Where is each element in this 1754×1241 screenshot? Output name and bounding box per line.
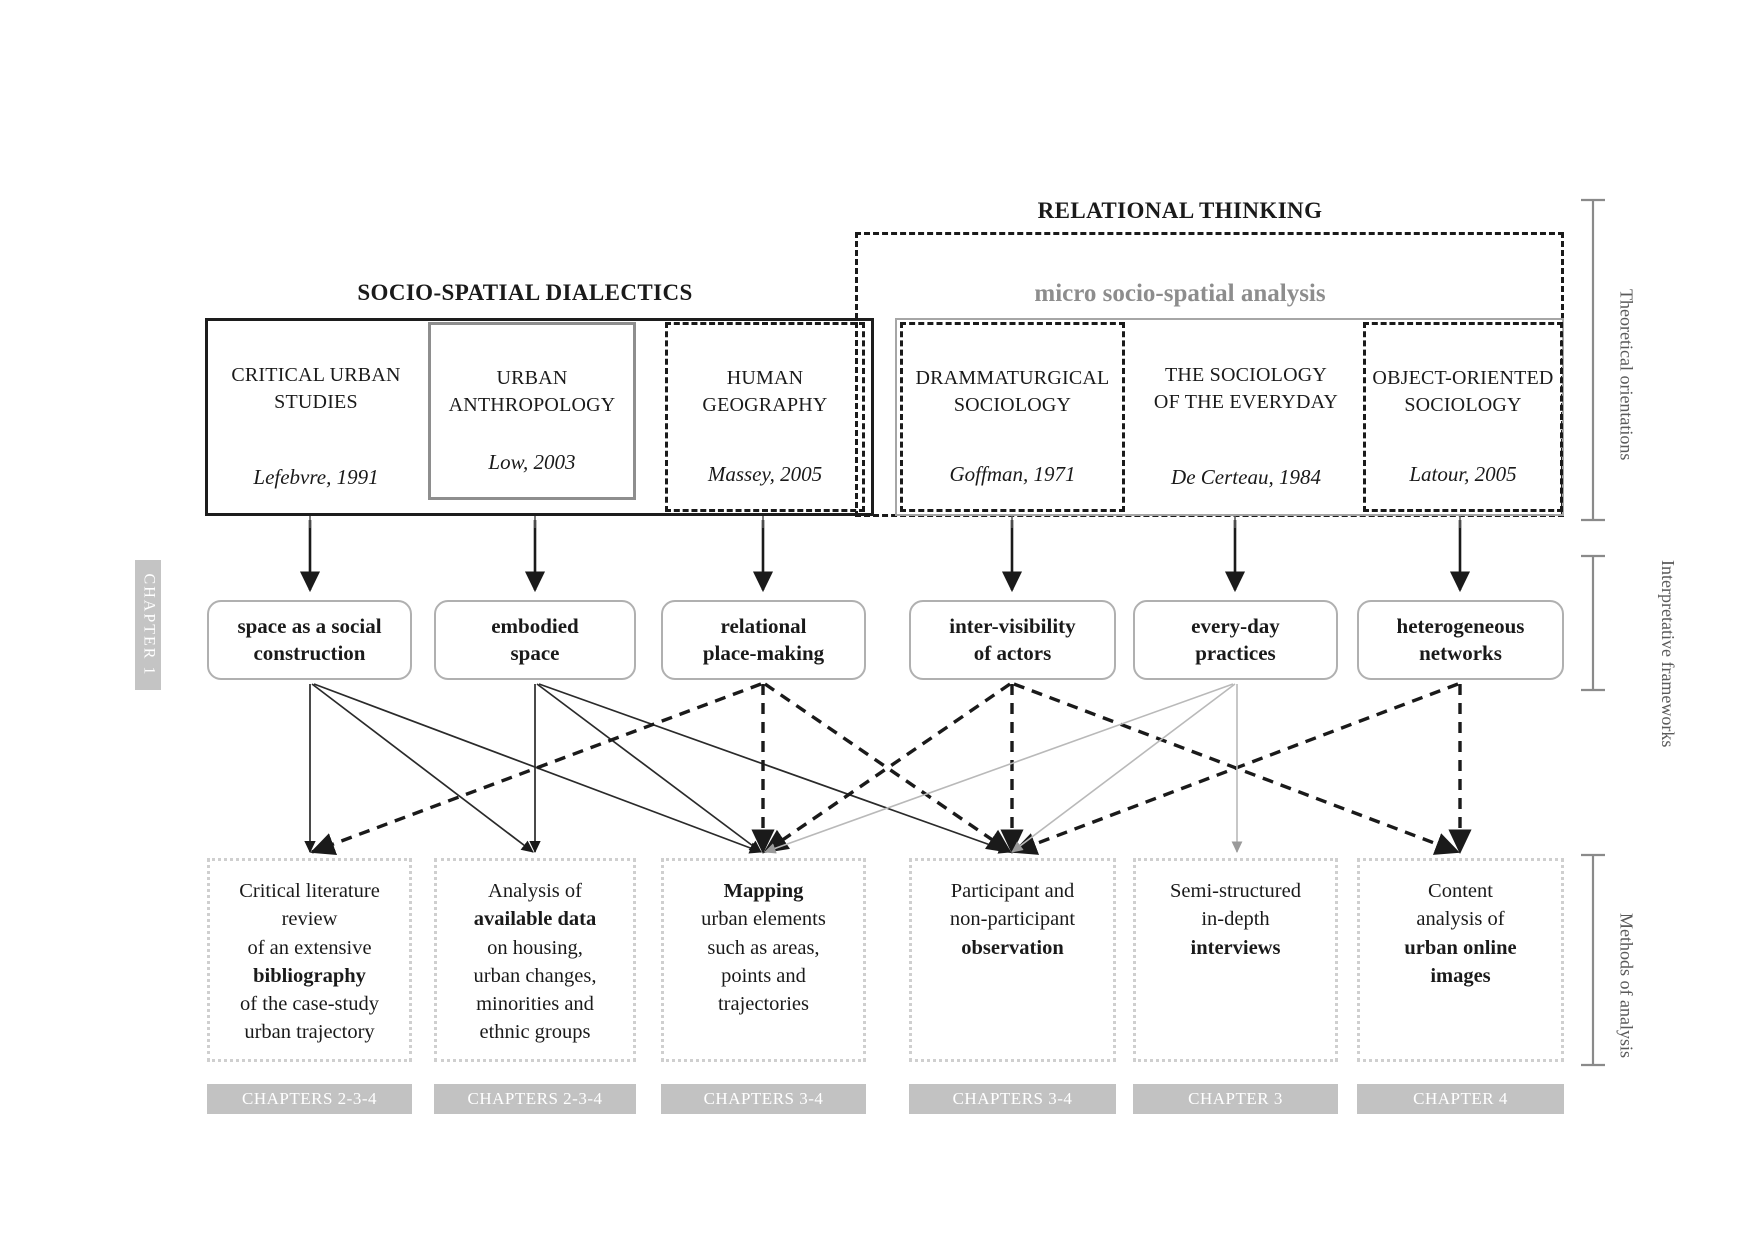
framework-line1: inter-visibility xyxy=(949,613,1076,638)
bracket-methods xyxy=(1581,853,1605,1067)
reference-massey: Massey, 2005 xyxy=(707,462,823,486)
discipline-line1: CRITICAL URBAN xyxy=(231,364,401,386)
framework-heterogeneous-networks[interactable]: heterogeneous networks xyxy=(1357,600,1564,680)
group-subtitle-micro-analysis: micro socio-spatial analysis xyxy=(1034,280,1326,307)
framework-relational-place-making[interactable]: relational place-making xyxy=(661,600,866,680)
side-label-interpretative-frameworks: Interpretative frameworks xyxy=(1608,560,1678,747)
framework-inter-visibility-of-actors[interactable]: inter-visibility of actors xyxy=(909,600,1116,680)
chapter-tag-5: CHAPTER 3 xyxy=(1133,1084,1338,1114)
reference-de-certeau: De Certeau, 1984 xyxy=(1171,465,1321,489)
links-gray xyxy=(764,683,1243,854)
link-f5-m4 xyxy=(1011,683,1236,853)
side-label-line1: Interpretative xyxy=(1658,560,1678,657)
reference-latour: Latour, 2005 xyxy=(1409,462,1517,486)
discipline-line1: URBAN xyxy=(496,367,568,389)
link-f4-m6 xyxy=(1013,682,1460,855)
theory-cell-human-geography: HUMAN GEOGRAPHY Massey, 2005 xyxy=(665,322,865,512)
chapter-1-band-label: CHAPTER 1 xyxy=(140,573,157,677)
link-f6-m4 xyxy=(1012,682,1459,855)
chapter-1-band: CHAPTER 1 xyxy=(135,560,161,690)
framework-space-as-social-construction[interactable]: space as a social construction xyxy=(207,600,412,680)
theory-cell-critical-urban-studies: CRITICAL URBAN STUDIES Lefebvre, 1991 xyxy=(210,322,422,512)
framework-embodied-space[interactable]: embodied space xyxy=(434,600,636,680)
discipline-line1: THE SOCIOLOGY xyxy=(1164,364,1328,386)
framework-line2: place-making xyxy=(702,641,825,665)
side-label-line2: frameworks xyxy=(1658,661,1678,748)
framework-line2: networks xyxy=(1419,641,1502,665)
link-f3-m1 xyxy=(310,682,762,855)
side-label-theoretical-orientations: Theoretical orientations xyxy=(1616,289,1637,461)
framework-line2: of actors xyxy=(973,641,1052,665)
discipline-line1: OBJECT-ORIENTED xyxy=(1372,367,1554,389)
side-label-methods-of-analysis: Methods of analysis xyxy=(1616,912,1637,1058)
framework-line1: heterogeneous xyxy=(1396,613,1525,638)
framework-every-day-practices[interactable]: every-day practices xyxy=(1133,600,1338,680)
framework-line1: every-day xyxy=(1191,613,1280,638)
discipline-line2: OF THE EVERYDAY xyxy=(1153,391,1339,413)
link-f3-m4 xyxy=(764,682,1012,854)
side-brackets xyxy=(1581,198,1605,1067)
discipline-line2: STUDIES xyxy=(274,391,358,413)
framework-line1: embodied xyxy=(491,613,579,638)
chapter-tag-2: CHAPTERS 2-3-4 xyxy=(434,1084,636,1114)
chapter-tag-3: CHAPTERS 3-4 xyxy=(661,1084,866,1114)
link-f2-m4 xyxy=(538,683,1011,854)
link-f1-m2 xyxy=(311,683,534,853)
theory-to-framework-arrows xyxy=(299,520,1471,593)
discipline-line1: HUMAN xyxy=(726,367,804,389)
framework-line2: space xyxy=(510,641,560,665)
link-f1-m3 xyxy=(313,683,762,854)
reference-goffman: Goffman, 1971 xyxy=(949,462,1076,486)
discipline-line1: DRAMMATURGICAL xyxy=(915,367,1110,389)
theory-cell-urban-anthropology: URBAN ANTHROPOLOGY Low, 2003 xyxy=(428,322,636,500)
links-solid xyxy=(304,683,1011,854)
socio-spatial-dialectics-container xyxy=(205,318,874,516)
link-f2-m3 xyxy=(536,683,762,853)
group-title-socio-spatial: SOCIO-SPATIAL DIALECTICS xyxy=(357,280,693,305)
group-title-relational: RELATIONAL THINKING xyxy=(1037,198,1323,223)
link-f4-m3 xyxy=(763,682,1011,854)
discipline-line2: ANTHROPOLOGY xyxy=(448,394,616,416)
chapter-tag-6: CHAPTER 4 xyxy=(1357,1084,1564,1114)
theory-cell-object-oriented-sociology: OBJECT-ORIENTED SOCIOLOGY Latour, 2005 xyxy=(1363,322,1563,512)
framework-line1: space as a social xyxy=(237,613,382,638)
framework-line2: practices xyxy=(1195,641,1276,665)
theory-cell-drammaturgical-sociology: DRAMMATURGICAL SOCIOLOGY Goffman, 1971 xyxy=(900,322,1125,512)
chapter-tag-4: CHAPTERS 3-4 xyxy=(909,1084,1116,1114)
framework-line1: relational xyxy=(720,613,807,638)
theory-cell-sociology-of-everyday: THE SOCIOLOGY OF THE EVERYDAY De Certeau… xyxy=(1130,322,1362,512)
reference-low: Low, 2003 xyxy=(488,450,576,474)
chapter-tag-1: CHAPTERS 2-3-4 xyxy=(207,1084,412,1114)
container-stubs xyxy=(309,516,1461,528)
link-f5-m3 xyxy=(764,683,1234,854)
framework-line2: construction xyxy=(253,641,366,665)
discipline-line2: SOCIOLOGY xyxy=(1404,394,1522,416)
bracket-theoretical xyxy=(1581,198,1605,522)
micro-socio-spatial-container xyxy=(895,318,1564,516)
bracket-interpretative xyxy=(1581,554,1605,692)
links-dashed xyxy=(310,682,1472,855)
reference-lefebvre: Lefebvre, 1991 xyxy=(253,465,379,489)
discipline-line2: GEOGRAPHY xyxy=(702,394,828,416)
discipline-line2: SOCIOLOGY xyxy=(953,394,1072,416)
